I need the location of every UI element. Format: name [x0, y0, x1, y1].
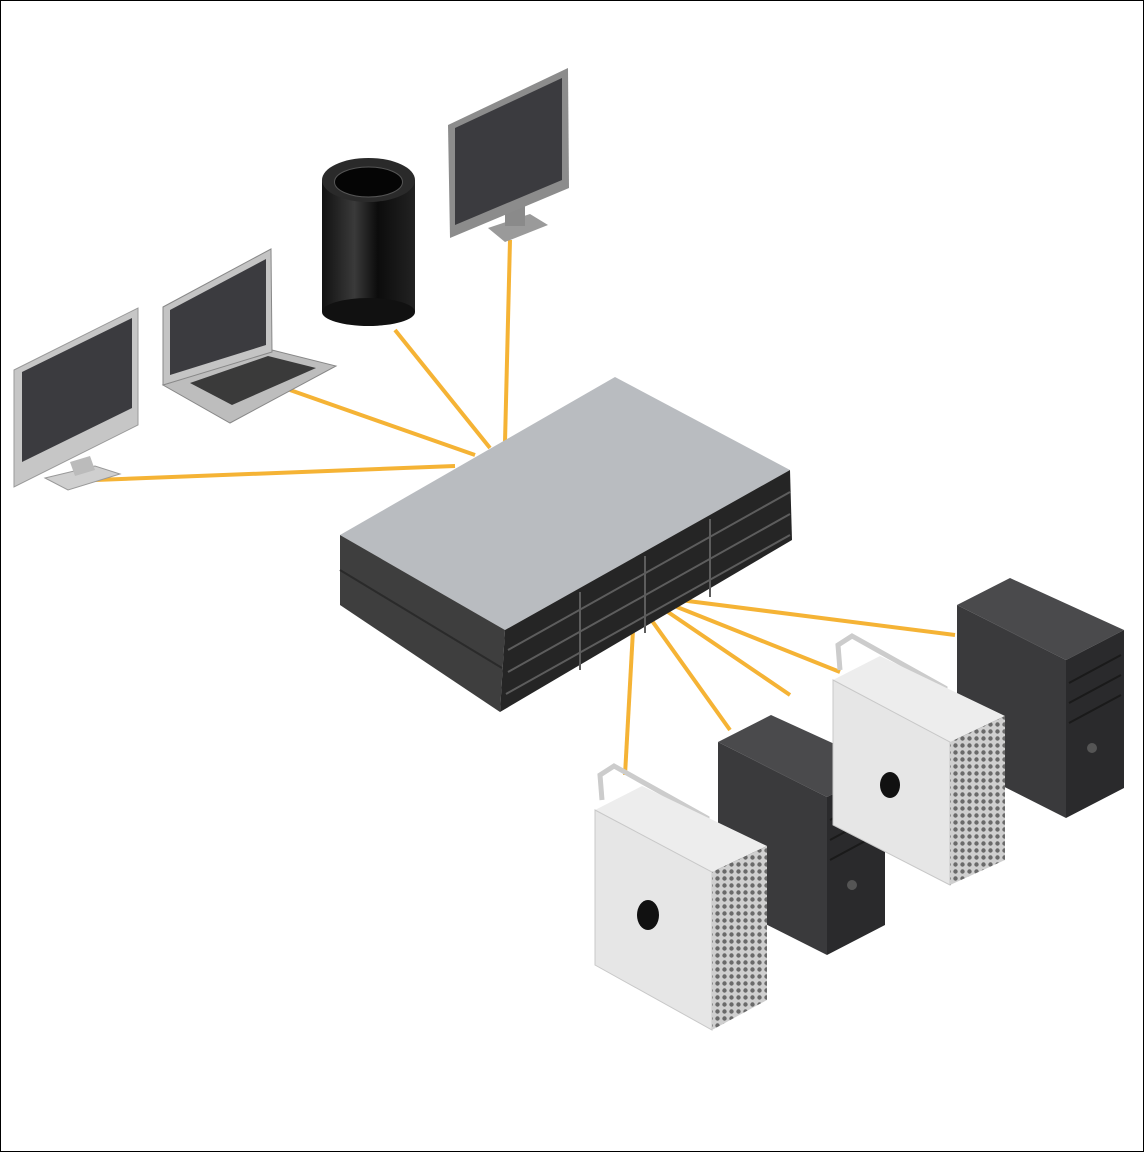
connection-line [393, 328, 492, 450]
connection-line [671, 603, 841, 674]
connection-line [663, 608, 792, 697]
apple-logo-icon [637, 900, 659, 930]
connection-line [503, 239, 512, 443]
rack-storage-server-icon [339, 377, 792, 712]
connection-line [289, 388, 476, 457]
connection-line [94, 464, 456, 482]
connection-line [623, 629, 635, 776]
mac-pro-cylinder-icon [322, 158, 415, 326]
display-monitor-icon [448, 68, 569, 242]
apple-logo-icon [880, 772, 900, 798]
macbook-icon [161, 248, 338, 424]
mac-pro-tower-icon [594, 763, 767, 1031]
imac-icon [13, 307, 139, 491]
connection-lines [94, 239, 956, 776]
connection-line [679, 598, 956, 637]
mac-pro-tower-icon [832, 633, 1005, 886]
connection-line [648, 616, 732, 732]
